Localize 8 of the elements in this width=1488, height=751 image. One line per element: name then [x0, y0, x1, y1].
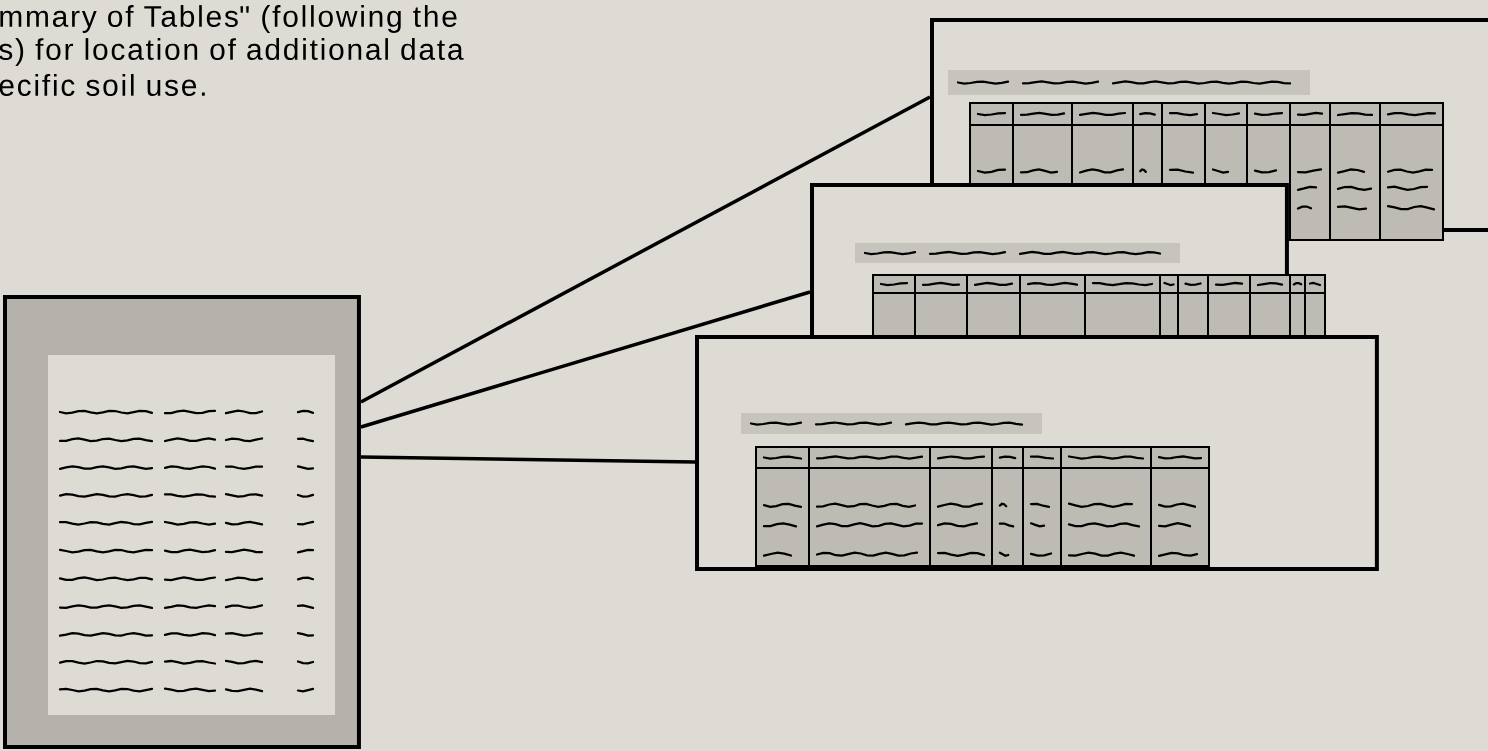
page-drawing — [3, 295, 361, 749]
body-text: s) for location of additional data — [0, 38, 464, 66]
connector-line — [360, 455, 696, 464]
body-text: mmary of Tables'' (following the — [0, 5, 457, 33]
connector-line — [360, 290, 811, 429]
table-sheet — [695, 335, 1379, 571]
connector-line — [360, 95, 931, 404]
body-text: ecific soil use. — [0, 74, 205, 96]
